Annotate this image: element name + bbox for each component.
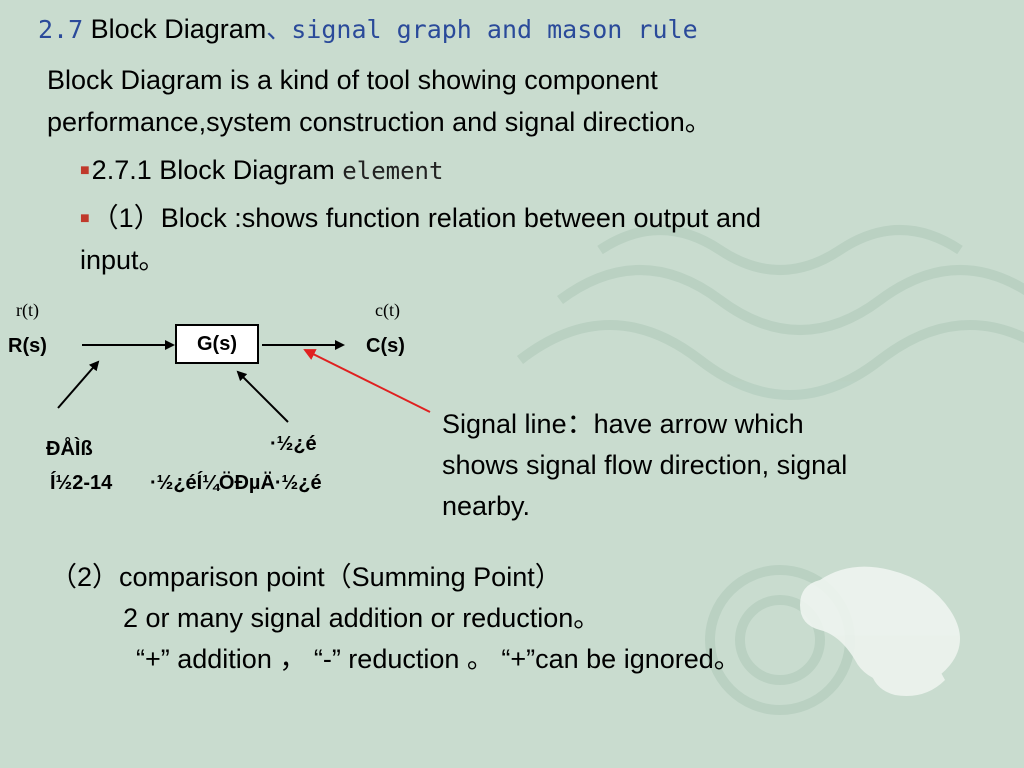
section-label: 2.7.1 Block Diagram <box>91 155 335 185</box>
intro-line-2: performance,system construction and sign… <box>47 107 712 137</box>
dragon-ornament-icon <box>800 566 960 696</box>
annotation-line-3: nearby. <box>442 491 531 521</box>
item1-line-2: input。 <box>80 245 166 275</box>
item1-line-1: ■（1）Block :shows function relation betwe… <box>80 198 761 239</box>
output-time-label: c(t) <box>375 300 400 320</box>
item2-line-2: 2 or many signal addition or reduction。 <box>123 603 601 633</box>
garbled-label-mid: ·½¿é <box>270 433 317 455</box>
bullet-square-icon: ■ <box>80 162 90 179</box>
input-signal-label: R(s) <box>8 335 47 357</box>
section-heading: ■2.7.1 Block Diagram element <box>80 150 443 191</box>
garbled-label-left-2: Í½2-14 <box>50 472 113 494</box>
title-main: Block Diagram <box>90 14 267 44</box>
title-number: 2.7 <box>38 15 84 44</box>
transfer-function-block: G(s) <box>175 324 259 364</box>
annotation-line-2: shows signal flow direction, signal <box>442 450 848 480</box>
annotation-line-1: Signal line：have arrow which <box>442 409 804 439</box>
section-suffix: element <box>342 157 444 185</box>
garbled-label-bottom: ·½¿éÍ¼ÖÐµÄ·½¿é <box>150 472 322 494</box>
bullet-square-icon: ■ <box>80 210 90 227</box>
slide-title: 2.7 Block Diagram、signal graph and mason… <box>38 12 698 47</box>
item2-line-1: （2）comparison point（Summing Point） <box>50 562 562 592</box>
output-signal-label: C(s) <box>366 335 405 357</box>
intro-line-1: Block Diagram is a kind of tool showing … <box>47 65 658 95</box>
item1-text: （1）Block :shows function relation betwee… <box>91 203 762 233</box>
garbled-label-left-1: ÐÅÌß <box>46 438 93 460</box>
item2-line-3: “+” addition ， “-” reduction 。 “+”can be… <box>136 644 741 674</box>
input-time-label: r(t) <box>16 300 39 320</box>
title-rest: 、signal graph and mason rule <box>266 15 698 44</box>
